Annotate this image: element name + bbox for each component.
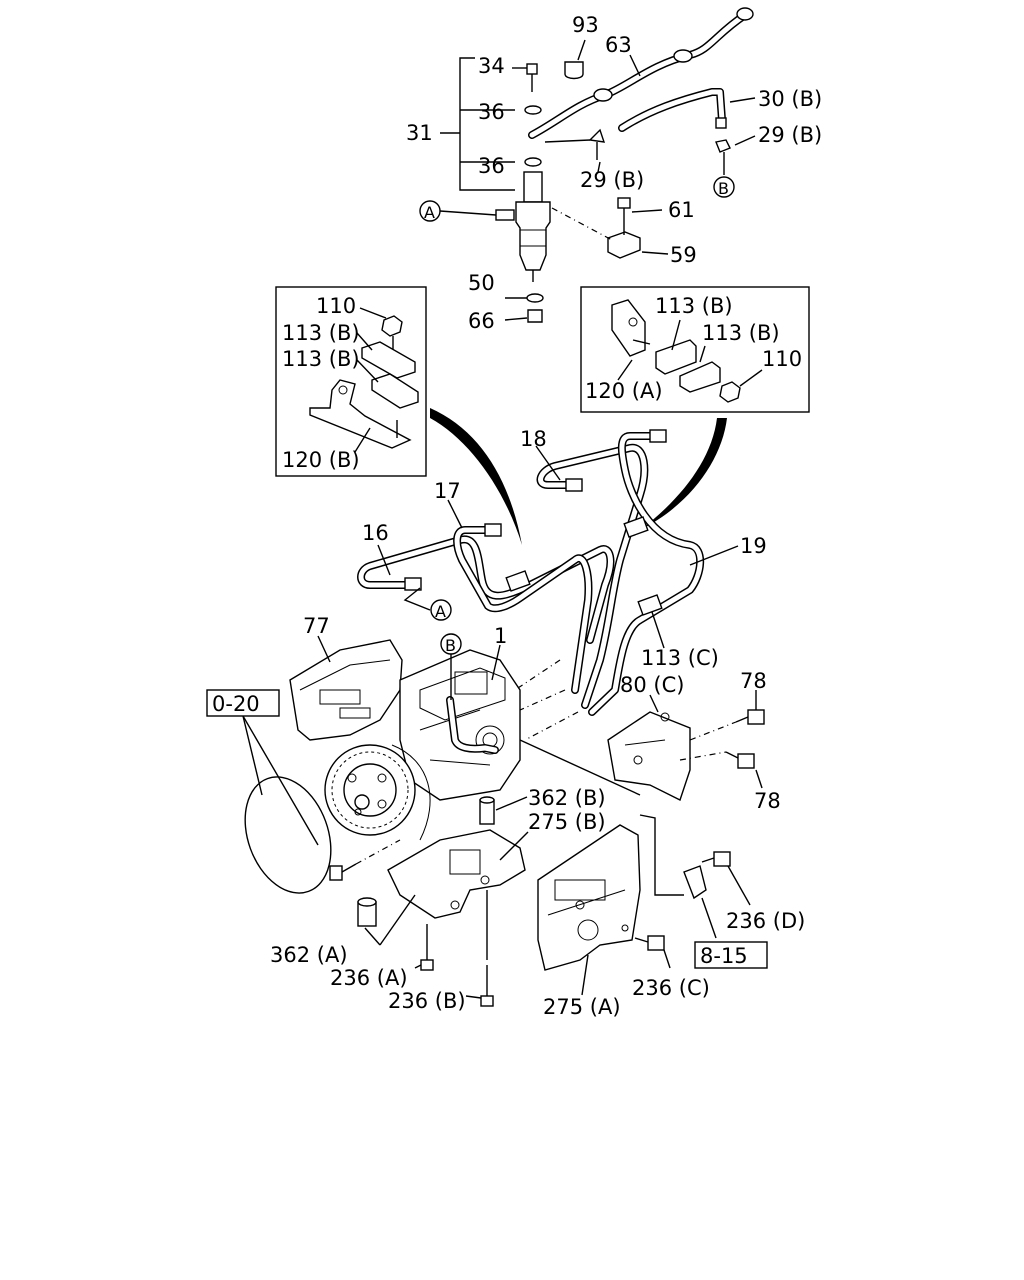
label-78-upper: 78: [740, 669, 767, 693]
callout-a-pipe: A: [435, 602, 446, 621]
label-36-lower: 36: [478, 154, 505, 178]
label-80c: 80 (C): [620, 673, 684, 697]
label-63: 63: [605, 33, 632, 57]
injection-pipes: A: [357, 429, 739, 741]
label-19: 19: [740, 534, 767, 558]
label-362b: 362 (B): [528, 786, 606, 810]
callout-a-injector: A: [424, 203, 435, 222]
detail-pointer-left: [430, 408, 522, 545]
label-113b-left-2: 113 (B): [282, 347, 360, 371]
label-113b-right-2: 113 (B): [702, 321, 780, 345]
label-110-right: 110: [762, 347, 802, 371]
label-31: 31: [406, 121, 433, 145]
label-236a: 236 (A): [330, 966, 408, 990]
label-0-20: 0-20: [212, 692, 260, 716]
label-29b-center: 29 (B): [580, 168, 644, 192]
label-113b-right-1: 113 (B): [655, 294, 733, 318]
label-113b-left-1: 113 (B): [282, 321, 360, 345]
label-120a: 120 (A): [585, 379, 663, 403]
detail-box-left: [275, 286, 427, 477]
detail-pointer-right: [640, 418, 727, 530]
ref-box-8-15: [694, 941, 768, 969]
callout-b-pump: B: [445, 636, 456, 655]
label-236d: 236 (D): [726, 909, 805, 933]
gasket-ring: [244, 776, 332, 894]
label-236b: 236 (B): [388, 989, 466, 1013]
injector-assembly: A B: [419, 7, 756, 323]
label-17: 17: [434, 479, 461, 503]
label-36-upper: 36: [478, 100, 505, 124]
label-93: 93: [572, 13, 599, 37]
label-113c: 113 (C): [641, 646, 719, 670]
label-34: 34: [478, 54, 505, 78]
label-29b-right: 29 (B): [758, 123, 822, 147]
label-16: 16: [362, 521, 389, 545]
label-30b: 30 (B): [758, 87, 822, 111]
label-236c: 236 (C): [632, 976, 710, 1000]
label-362a: 362 (A): [270, 943, 348, 967]
label-61: 61: [668, 198, 695, 222]
label-120b: 120 (B): [282, 448, 360, 472]
detail-box-right: [580, 286, 810, 413]
label-50: 50: [468, 271, 495, 295]
label-77: 77: [303, 614, 330, 638]
label-275b: 275 (B): [528, 810, 606, 834]
label-78-lower: 78: [754, 789, 781, 813]
label-275a: 275 (A): [543, 995, 621, 1019]
label-110-left: 110: [316, 294, 356, 318]
injection-pump: B: [289, 633, 521, 841]
label-8-15: 8-15: [700, 944, 748, 968]
label-18: 18: [520, 427, 547, 451]
label-59: 59: [670, 243, 697, 267]
bracket-80c: [519, 690, 765, 801]
callout-b-top: B: [718, 179, 729, 198]
lower-brackets: [357, 796, 751, 1007]
label-1: 1: [494, 624, 507, 648]
label-66: 66: [468, 309, 495, 333]
